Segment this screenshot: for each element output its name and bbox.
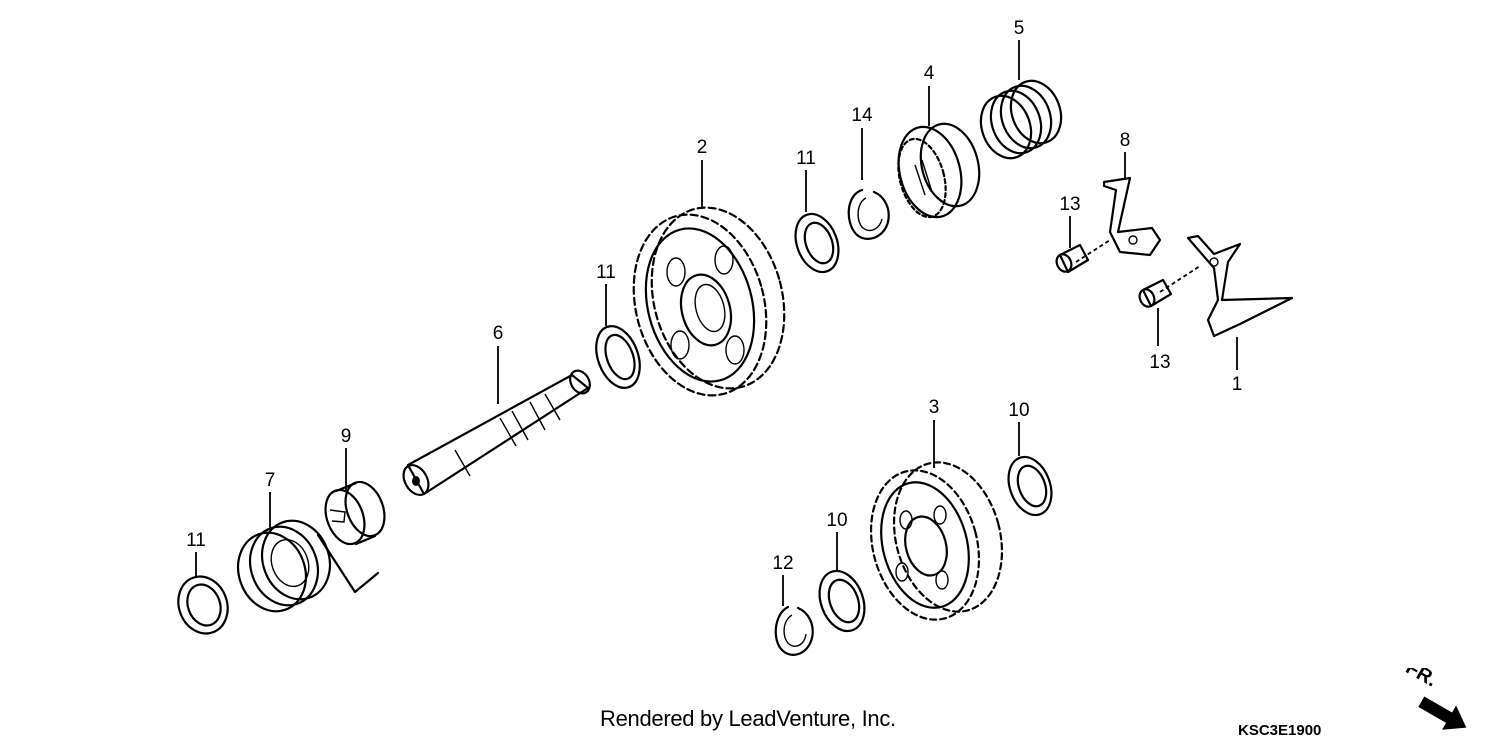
front-direction-indicator: FR.	[1395, 656, 1487, 737]
arrow-icon: FR.	[1402, 656, 1467, 730]
part-11-washer-middle[interactable]	[588, 320, 647, 394]
part-7-spring[interactable]	[227, 511, 380, 621]
part-1-guide[interactable]	[1186, 234, 1294, 338]
callout-12: 12	[772, 553, 793, 574]
part-10-washer-upper[interactable]	[1001, 451, 1059, 521]
part-2-large-gear[interactable]	[614, 193, 803, 411]
part-5-spring[interactable]	[973, 74, 1070, 166]
part-10-washer-lower[interactable]	[812, 565, 873, 638]
callout-9: 9	[341, 426, 352, 447]
callout-11-upper: 11	[796, 148, 816, 169]
callout-13-lower: 13	[1149, 352, 1170, 373]
callout-8: 8	[1120, 130, 1131, 151]
part-14-circlip[interactable]	[847, 188, 890, 240]
callout-3: 3	[929, 397, 940, 418]
callout-2: 2	[697, 137, 708, 158]
drawing-code: KSC3E1900	[1238, 722, 1322, 739]
part-9-collar[interactable]	[319, 477, 392, 550]
callout-4: 4	[924, 63, 935, 84]
callout-13-upper: 13	[1059, 194, 1080, 215]
credit-line: Rendered by LeadVenture, Inc.	[600, 706, 896, 731]
direction-label: FR.	[1402, 668, 1441, 692]
callout-11-middle: 11	[596, 262, 616, 283]
leader-lines	[195, 40, 1238, 606]
callout-7: 7	[265, 470, 276, 491]
part-12-circlip[interactable]	[774, 605, 814, 656]
callout-1: 1	[1232, 374, 1243, 395]
part-11-washer-upper[interactable]	[788, 208, 846, 278]
part-6-shaft[interactable]	[398, 367, 593, 499]
callout-14: 14	[851, 105, 873, 126]
part-3-idle-gear[interactable]	[855, 450, 1018, 632]
part-13-bolt-upper[interactable]	[1054, 239, 1111, 274]
callout-11-lower-left: 11	[186, 530, 206, 551]
part-11-washer-lower-left[interactable]	[171, 570, 236, 641]
callout-6: 6	[493, 323, 504, 344]
part-4-ratchet[interactable]	[889, 117, 988, 224]
callout-10-upper: 10	[1008, 400, 1029, 421]
part-8-plate[interactable]	[1102, 176, 1162, 257]
part-13-bolt-lower[interactable]	[1137, 265, 1201, 309]
callout-10-lower: 10	[826, 510, 847, 531]
callout-5: 5	[1014, 18, 1025, 39]
